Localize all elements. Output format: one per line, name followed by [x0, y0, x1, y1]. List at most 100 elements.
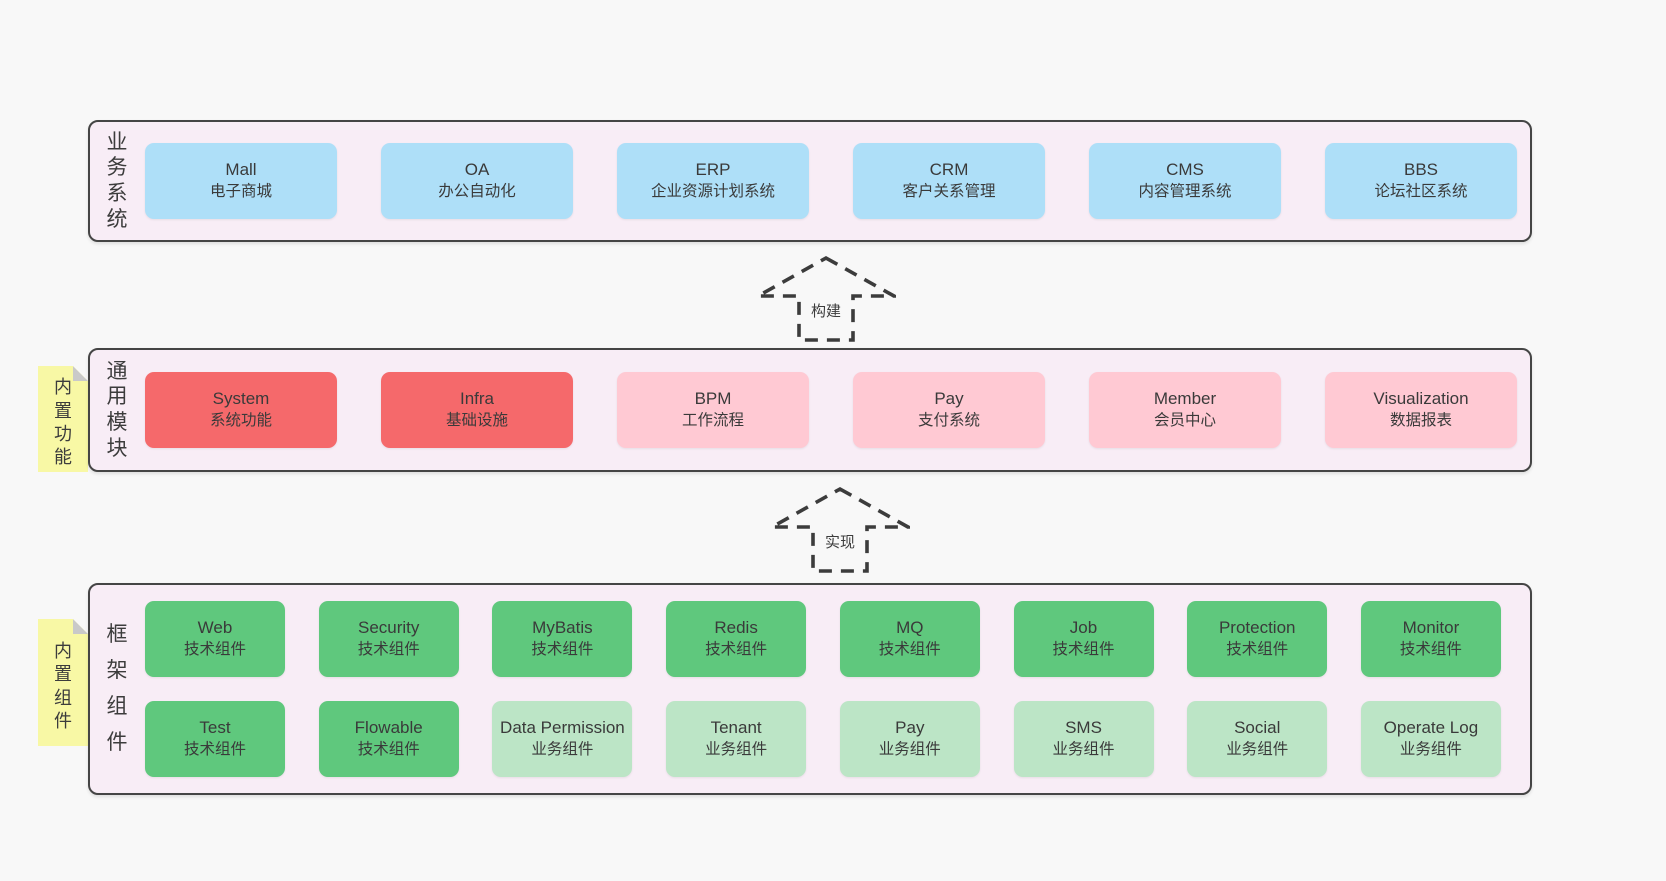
- box-subtitle: 工作流程: [681, 411, 744, 429]
- box-subtitle: 技术组件: [357, 740, 420, 758]
- box-title: CMS: [1166, 160, 1204, 180]
- module-box-visualization: Visualization 数据报表: [1325, 372, 1517, 448]
- box-subtitle: 业务组件: [1052, 740, 1115, 758]
- box-title: Protection: [1218, 618, 1296, 638]
- box-subtitle: 系统功能: [209, 411, 272, 429]
- box-subtitle: 技术组件: [878, 640, 941, 658]
- module-box-member: Member 会员中心: [1089, 372, 1281, 448]
- module-box-redis: Redis 技术组件: [666, 601, 807, 677]
- box-title: MyBatis: [532, 618, 593, 638]
- built-in-components-note-label: 内置组件: [54, 640, 72, 731]
- box-subtitle: 技术组件: [705, 640, 768, 658]
- module-box-system: System 系统功能: [145, 372, 337, 448]
- box-title: Infra: [459, 389, 495, 409]
- module-box-social: Social 业务组件: [1187, 701, 1328, 777]
- box-title: Web: [197, 618, 233, 638]
- module-box-oa: OA 办公自动化: [381, 143, 573, 219]
- box-subtitle: 办公自动化: [438, 182, 516, 200]
- build-arrow: 构建: [756, 255, 896, 343]
- box-subtitle: 业务组件: [878, 740, 941, 758]
- box-title: Operate Log: [1383, 718, 1479, 738]
- box-title: BPM: [694, 389, 732, 409]
- box-title: Visualization: [1373, 389, 1469, 409]
- box-title: Flowable: [354, 718, 423, 738]
- box-subtitle: 数据报表: [1389, 411, 1452, 429]
- box-subtitle: 业务组件: [1399, 740, 1462, 758]
- box-subtitle: 电子商城: [209, 182, 272, 200]
- module-box-security: Security 技术组件: [318, 601, 459, 677]
- module-box-mq: MQ 技术组件: [839, 601, 980, 677]
- module-box-infra: Infra 基础设施: [381, 372, 573, 448]
- module-box-crm: CRM 客户关系管理: [853, 143, 1045, 219]
- layer-framework-components-label: 框架组件: [106, 622, 128, 755]
- up-arrow-icon: [770, 486, 910, 573]
- built-in-features-note-label: 内置功能: [54, 377, 72, 468]
- module-box-protection: Protection 技术组件: [1187, 601, 1328, 677]
- module-box-tenant: Tenant 业务组件: [666, 701, 807, 777]
- module-box-erp: ERP 企业资源计划系统: [617, 143, 809, 219]
- module-box-pay: Pay 业务组件: [839, 701, 980, 777]
- module-box-monitor: Monitor 技术组件: [1360, 601, 1501, 677]
- box-subtitle: 企业资源计划系统: [650, 182, 775, 200]
- box-title: Redis: [714, 618, 758, 638]
- box-title: BBS: [1403, 160, 1439, 180]
- box-title: Security: [357, 618, 420, 638]
- module-box-web: Web 技术组件: [145, 601, 285, 677]
- box-title: Job: [1069, 618, 1098, 638]
- box-subtitle: 技术组件: [1052, 640, 1115, 658]
- box-title: Data Permission: [500, 718, 625, 738]
- box-subtitle: 技术组件: [531, 640, 594, 658]
- box-subtitle: 支付系统: [917, 411, 980, 429]
- box-title: ERP: [695, 160, 731, 180]
- box-subtitle: 业务组件: [705, 740, 768, 758]
- box-title: Social: [1234, 718, 1281, 738]
- business-systems-boxes: Mall 电子商城 OA 办公自动化 ERP 企业资源计划系统 CRM 客户关系管理 CMS 内容…: [145, 143, 1517, 219]
- box-subtitle: 技术组件: [357, 640, 420, 658]
- box-title: System: [212, 389, 270, 409]
- box-subtitle: 内容管理系统: [1138, 182, 1232, 200]
- box-subtitle: 技术组件: [183, 640, 246, 658]
- note-fold-icon: [73, 619, 88, 634]
- layer-business-systems: 业务系统 Mall 电子商城 OA 办公自动化 ERP 企业资源计划系统 CRM 客户关系管理…: [88, 120, 1532, 242]
- box-subtitle: 会员中心: [1153, 411, 1216, 429]
- box-title: Tenant: [710, 718, 762, 738]
- box-title: Monitor: [1402, 618, 1460, 638]
- implement-arrow: 实现: [770, 486, 910, 574]
- implement-arrow-label: 实现: [820, 530, 860, 553]
- box-title: Test: [199, 718, 231, 738]
- module-box-bbs: BBS 论坛社区系统: [1325, 143, 1517, 219]
- box-title: OA: [464, 160, 490, 180]
- box-title: CRM: [929, 160, 969, 180]
- box-subtitle: 业务组件: [1226, 740, 1289, 758]
- box-title: MQ: [896, 618, 924, 638]
- note-fold-icon: [73, 366, 88, 381]
- box-subtitle: 论坛社区系统: [1374, 182, 1468, 200]
- built-in-features-note: 内置功能: [38, 366, 88, 472]
- layer-common-modules-label: 通用模块: [106, 359, 128, 460]
- module-box-bpm: BPM 工作流程: [617, 372, 809, 448]
- module-box-cms: CMS 内容管理系统: [1089, 143, 1281, 219]
- layer-business-systems-label: 业务系统: [106, 130, 128, 231]
- box-subtitle: 客户关系管理: [902, 182, 996, 200]
- box-title: Member: [1153, 389, 1217, 409]
- box-subtitle: 技术组件: [1226, 640, 1289, 658]
- box-title: Mall: [225, 160, 257, 180]
- module-box-test: Test 技术组件: [145, 701, 285, 777]
- build-arrow-label: 构建: [806, 299, 846, 322]
- module-box-job: Job 技术组件: [1013, 601, 1154, 677]
- module-box-mall: Mall 电子商城: [145, 143, 337, 219]
- built-in-components-note: 内置组件: [38, 619, 88, 746]
- box-subtitle: 基础设施: [445, 411, 508, 429]
- box-subtitle: 技术组件: [1399, 640, 1462, 658]
- module-box-data-permission: Data Permission 业务组件: [492, 701, 633, 777]
- box-title: Pay: [895, 718, 925, 738]
- box-subtitle: 技术组件: [183, 740, 246, 758]
- module-box-operate-log: Operate Log 业务组件: [1360, 701, 1501, 777]
- box-subtitle: 业务组件: [531, 740, 594, 758]
